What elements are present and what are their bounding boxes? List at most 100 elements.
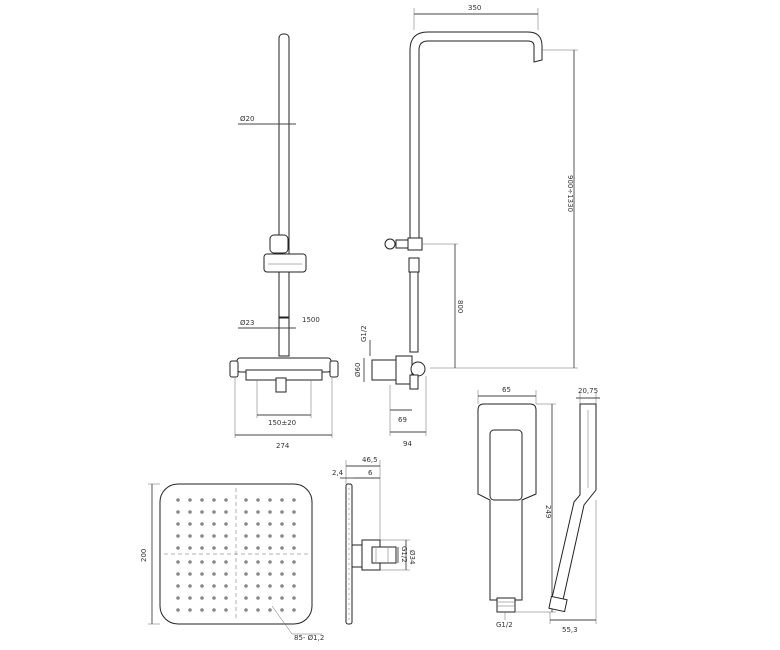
left-handle	[229, 360, 239, 378]
nozzle-hole	[176, 546, 180, 550]
nozzle-hole	[200, 498, 204, 502]
side-view-rail: 350 900÷1330 800 G1/2 Ø60 69 94	[354, 4, 578, 448]
dim-mixer-width: 274	[276, 442, 290, 450]
nozzle-hole	[224, 584, 228, 588]
nozzle-hole	[176, 608, 180, 612]
nozzle-hole	[200, 560, 204, 564]
dim-arm-thread: G1/2	[400, 546, 408, 563]
right-handle	[329, 360, 339, 378]
nozzle-hole	[188, 572, 192, 576]
diverter-body	[407, 237, 423, 251]
bar-section	[278, 317, 290, 357]
nozzle-hole	[212, 534, 216, 538]
nozzle-hole	[176, 510, 180, 514]
nozzle-hole	[292, 584, 296, 588]
nozzle-hole	[212, 498, 216, 502]
diverter	[395, 239, 409, 249]
nozzle-hole	[224, 572, 228, 576]
nozzle-hole	[212, 546, 216, 550]
nozzle-hole	[292, 560, 296, 564]
nozzle-hole	[188, 596, 192, 600]
nozzle-hole	[212, 584, 216, 588]
nozzle-hole	[256, 572, 260, 576]
front-view-rail: Ø20 Ø23 1500 150±20 274	[229, 33, 339, 450]
dim-thread-left: G1/2	[360, 325, 368, 342]
nozzle-hole	[268, 596, 272, 600]
nozzle-hole	[268, 498, 272, 502]
handshower-front: 65 249 G1/2	[477, 386, 556, 629]
dim-head-thickness: 2,4	[332, 469, 344, 477]
nozzle-hole	[268, 560, 272, 564]
nozzle-hole	[244, 608, 248, 612]
nozzle-hole	[292, 498, 296, 502]
dim-head-size: 200	[140, 549, 148, 562]
overhead-arm	[409, 31, 543, 246]
nozzle-hole	[244, 510, 248, 514]
nozzle-hole	[256, 534, 260, 538]
handshower-thread-part	[496, 597, 516, 613]
nozzle-hole	[224, 522, 228, 526]
nozzle-hole	[200, 522, 204, 526]
nozzle-hole	[292, 534, 296, 538]
nozzle-hole	[176, 522, 180, 526]
nozzle-hole	[200, 572, 204, 576]
rain-head-side: 46,5 2,4 6 Ø34 G1/2	[332, 456, 416, 625]
nozzle-hole	[200, 546, 204, 550]
nozzle-holes	[176, 498, 296, 612]
nozzle-hole	[244, 522, 248, 526]
nozzle-hole	[176, 498, 180, 502]
nozzle-hole	[212, 596, 216, 600]
arm-base	[351, 544, 363, 568]
nozzle-hole	[176, 596, 180, 600]
dim-arm-diameter: Ø34	[408, 550, 416, 565]
nozzle-hole	[280, 534, 284, 538]
nozzle-hole	[256, 498, 260, 502]
dim-offset-94: 94	[403, 440, 412, 448]
upper-rod	[278, 33, 290, 260]
slider-holder	[263, 253, 307, 273]
nozzle-hole	[256, 560, 260, 564]
nozzle-hole	[268, 510, 272, 514]
nozzle-hole	[188, 584, 192, 588]
mixer-side-knob	[410, 361, 426, 377]
nozzle-hole	[280, 510, 284, 514]
nozzle-hole	[256, 584, 260, 588]
nozzle-hole	[244, 546, 248, 550]
nozzle-hole	[212, 572, 216, 576]
nozzle-hole	[280, 608, 284, 612]
nozzle-hole	[224, 596, 228, 600]
diverter-knob	[384, 238, 396, 250]
dim-arm-length: 46,5	[362, 456, 378, 464]
nozzle-hole	[268, 522, 272, 526]
nozzle-hole	[280, 584, 284, 588]
nozzle-hole	[176, 560, 180, 564]
nozzle-hole	[256, 510, 260, 514]
nozzle-hole	[200, 584, 204, 588]
dim-handshower-depth: 20,75	[578, 387, 598, 395]
nozzle-hole	[280, 596, 284, 600]
nozzle-hole	[280, 560, 284, 564]
nozzle-hole	[292, 572, 296, 576]
dim-pipe-diameter: Ø20	[240, 115, 254, 123]
nozzle-hole	[244, 560, 248, 564]
nozzle-hole	[212, 560, 216, 564]
nozzle-hole	[268, 584, 272, 588]
mixer-side-outlet	[409, 374, 419, 390]
nozzle-hole	[268, 534, 272, 538]
dim-bar-diameter: Ø23	[240, 319, 254, 327]
nozzle-hole	[212, 522, 216, 526]
nozzle-hole	[176, 584, 180, 588]
nozzle-hole	[244, 498, 248, 502]
nozzle-hole	[224, 498, 228, 502]
nozzle-hole	[212, 510, 216, 514]
dim-handshower-side-depth: 55,3	[562, 626, 578, 634]
handshower-side-thread	[548, 595, 568, 613]
nozzle-hole	[200, 534, 204, 538]
nozzle-hole	[256, 522, 260, 526]
nozzle-hole	[244, 572, 248, 576]
dim-rod-height: 900÷1330	[566, 175, 574, 212]
nozzle-hole	[224, 560, 228, 564]
lower-pipe	[409, 271, 419, 353]
nozzle-hole	[280, 546, 284, 550]
nozzle-hole	[268, 546, 272, 550]
